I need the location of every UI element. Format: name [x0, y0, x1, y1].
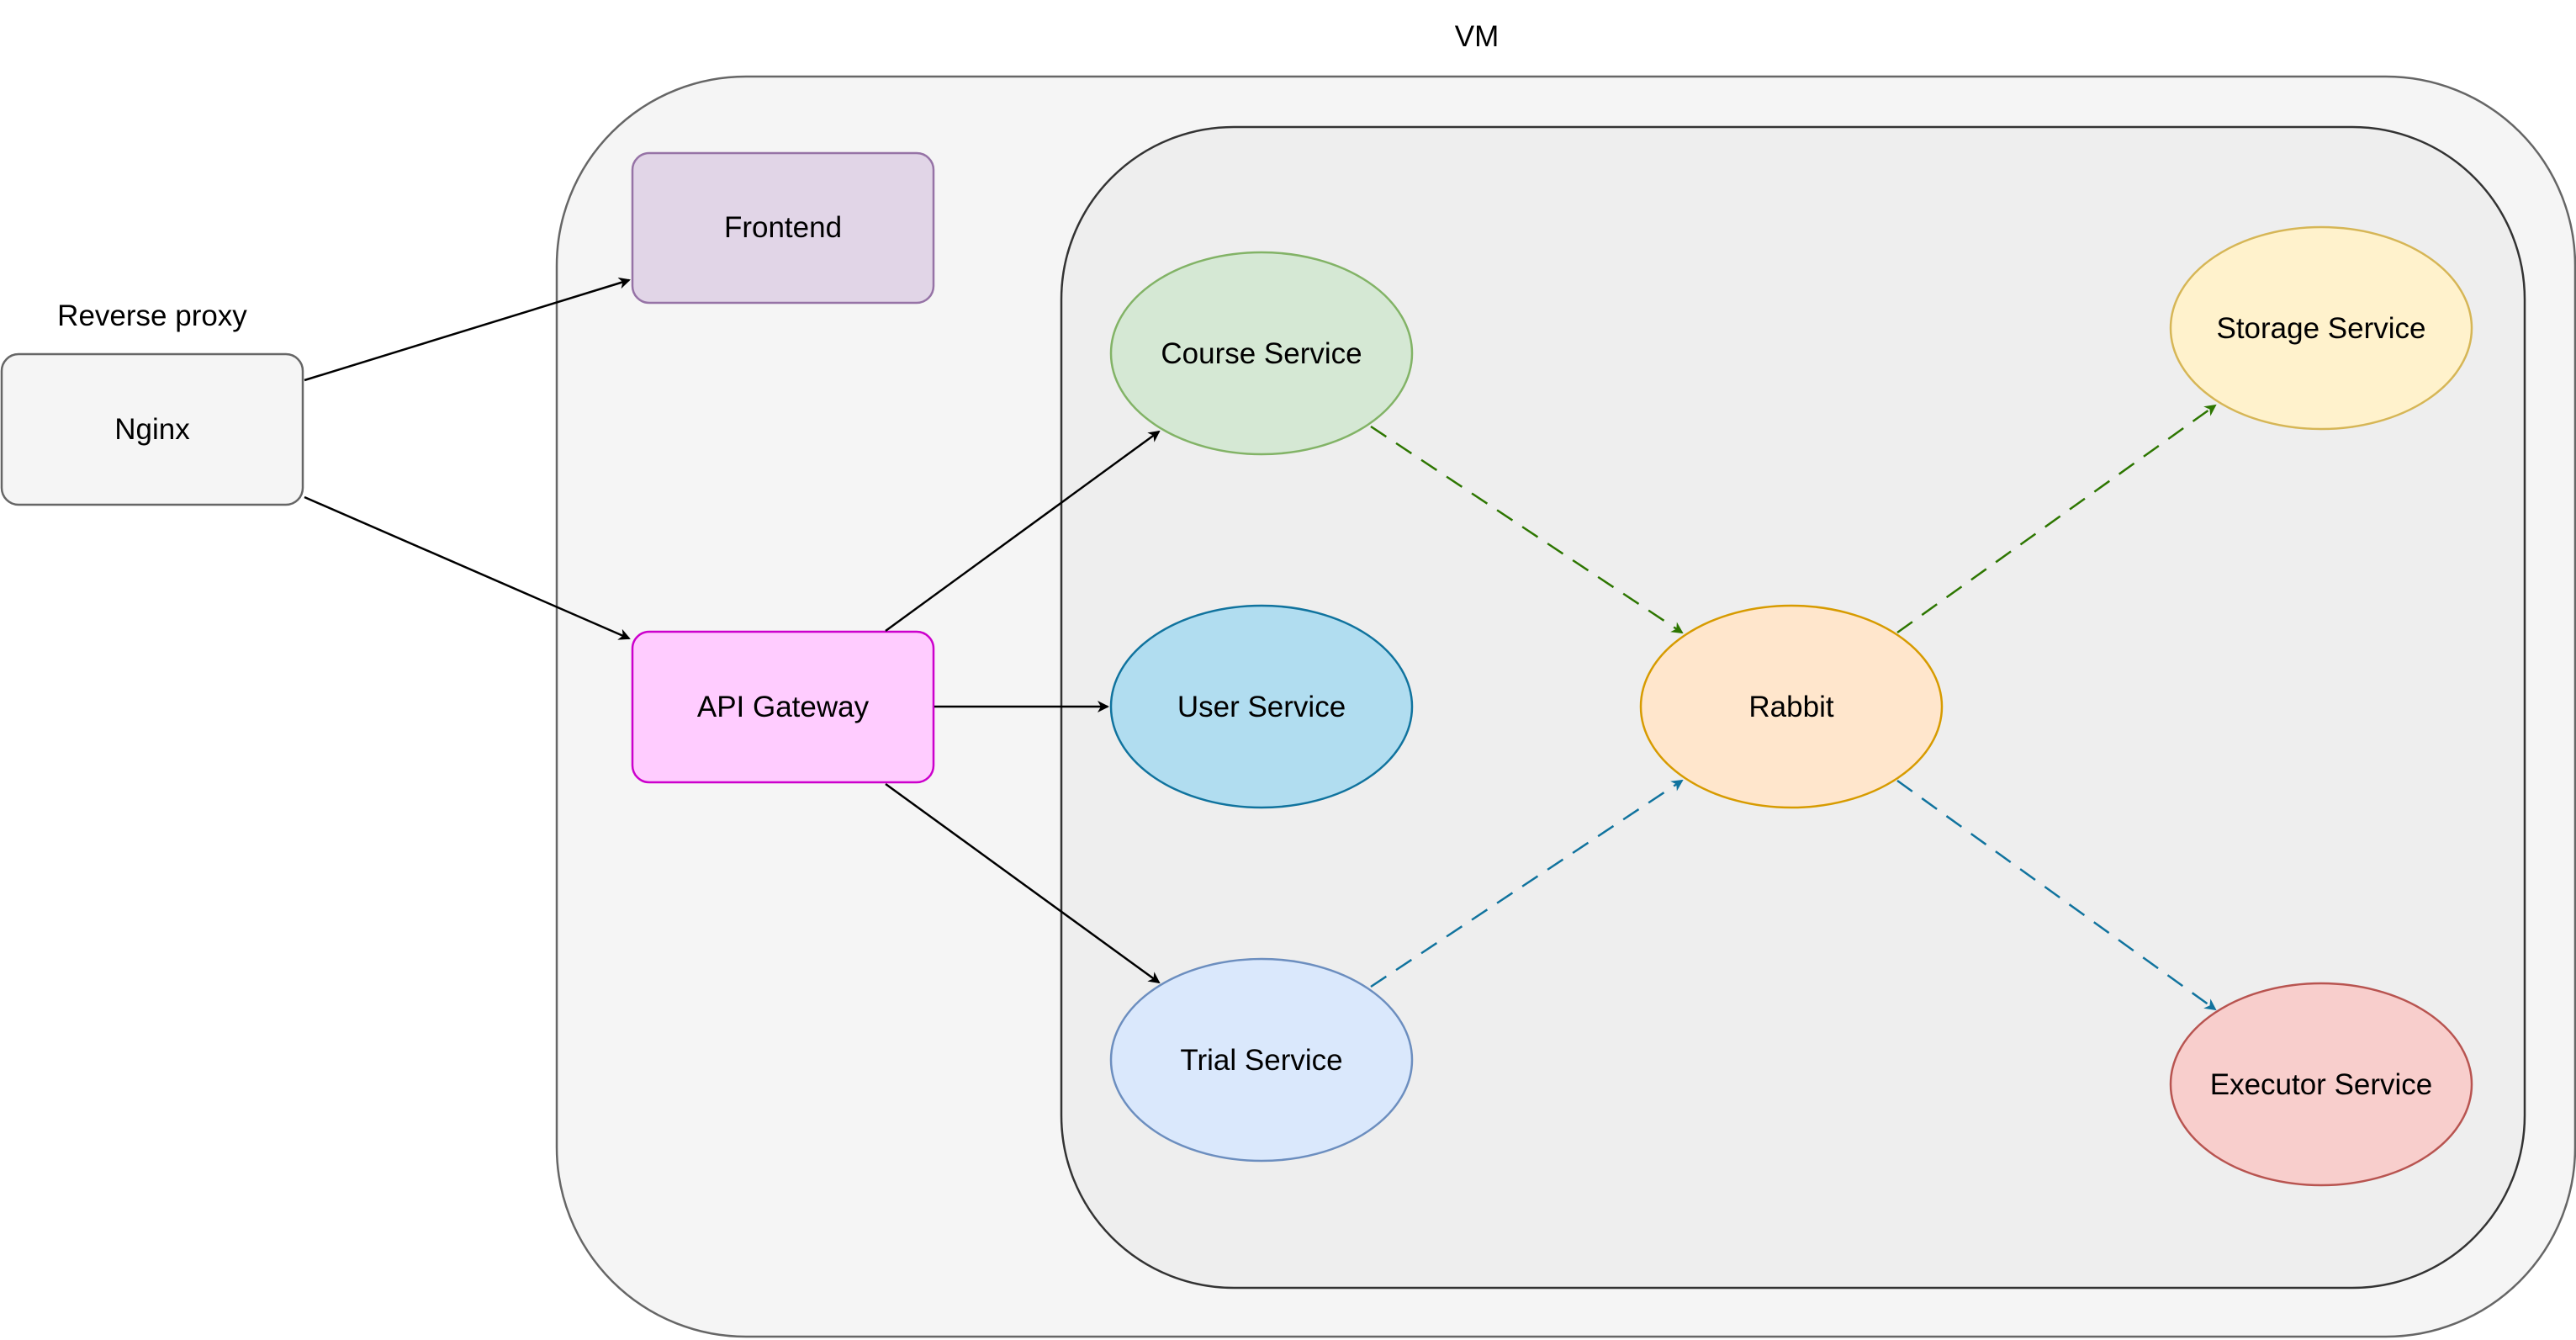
nginx-label: Nginx — [114, 413, 190, 446]
nginx-node[interactable] — [0, 352, 304, 506]
edge-gateway-course-service — [885, 430, 1161, 633]
rabbit-node[interactable] — [1639, 604, 1944, 809]
executor-service-label: Executor Service — [2210, 1068, 2433, 1101]
frontend-node[interactable] — [631, 151, 935, 305]
vm-label: VM — [1455, 20, 1500, 53]
storage-service-label: Storage Service — [2216, 312, 2425, 345]
storage-service-node[interactable] — [2169, 225, 2473, 431]
executor-service-node[interactable] — [2169, 982, 2473, 1187]
edge-nginx-api-gateway — [304, 495, 631, 640]
edge-course-service-rabbit — [1370, 425, 1684, 634]
course-service-label: Course Service — [1161, 337, 1362, 370]
edge-rabbit-executor-service — [1896, 779, 2217, 1011]
rabbit-label: Rabbit — [1748, 691, 1833, 723]
edge-nginx-frontend — [304, 277, 631, 382]
edge-trial-service-rabbit — [1370, 779, 1684, 988]
edge-gateway-trial-service — [885, 782, 1161, 984]
trial-service-node[interactable] — [1109, 957, 1414, 1163]
reverse-proxy-label: Reverse proxy — [57, 299, 247, 332]
edge-rabbit-storage-service — [1896, 404, 2217, 634]
trial-service-label: Trial Service — [1180, 1044, 1342, 1077]
api-gateway-node[interactable] — [631, 630, 935, 784]
course-service-node[interactable] — [1109, 251, 1414, 456]
frontend-label: Frontend — [724, 211, 842, 244]
api-gateway-label: API Gateway — [697, 691, 870, 723]
user-service-label: User Service — [1177, 691, 1346, 723]
user-service-node[interactable] — [1109, 604, 1414, 809]
